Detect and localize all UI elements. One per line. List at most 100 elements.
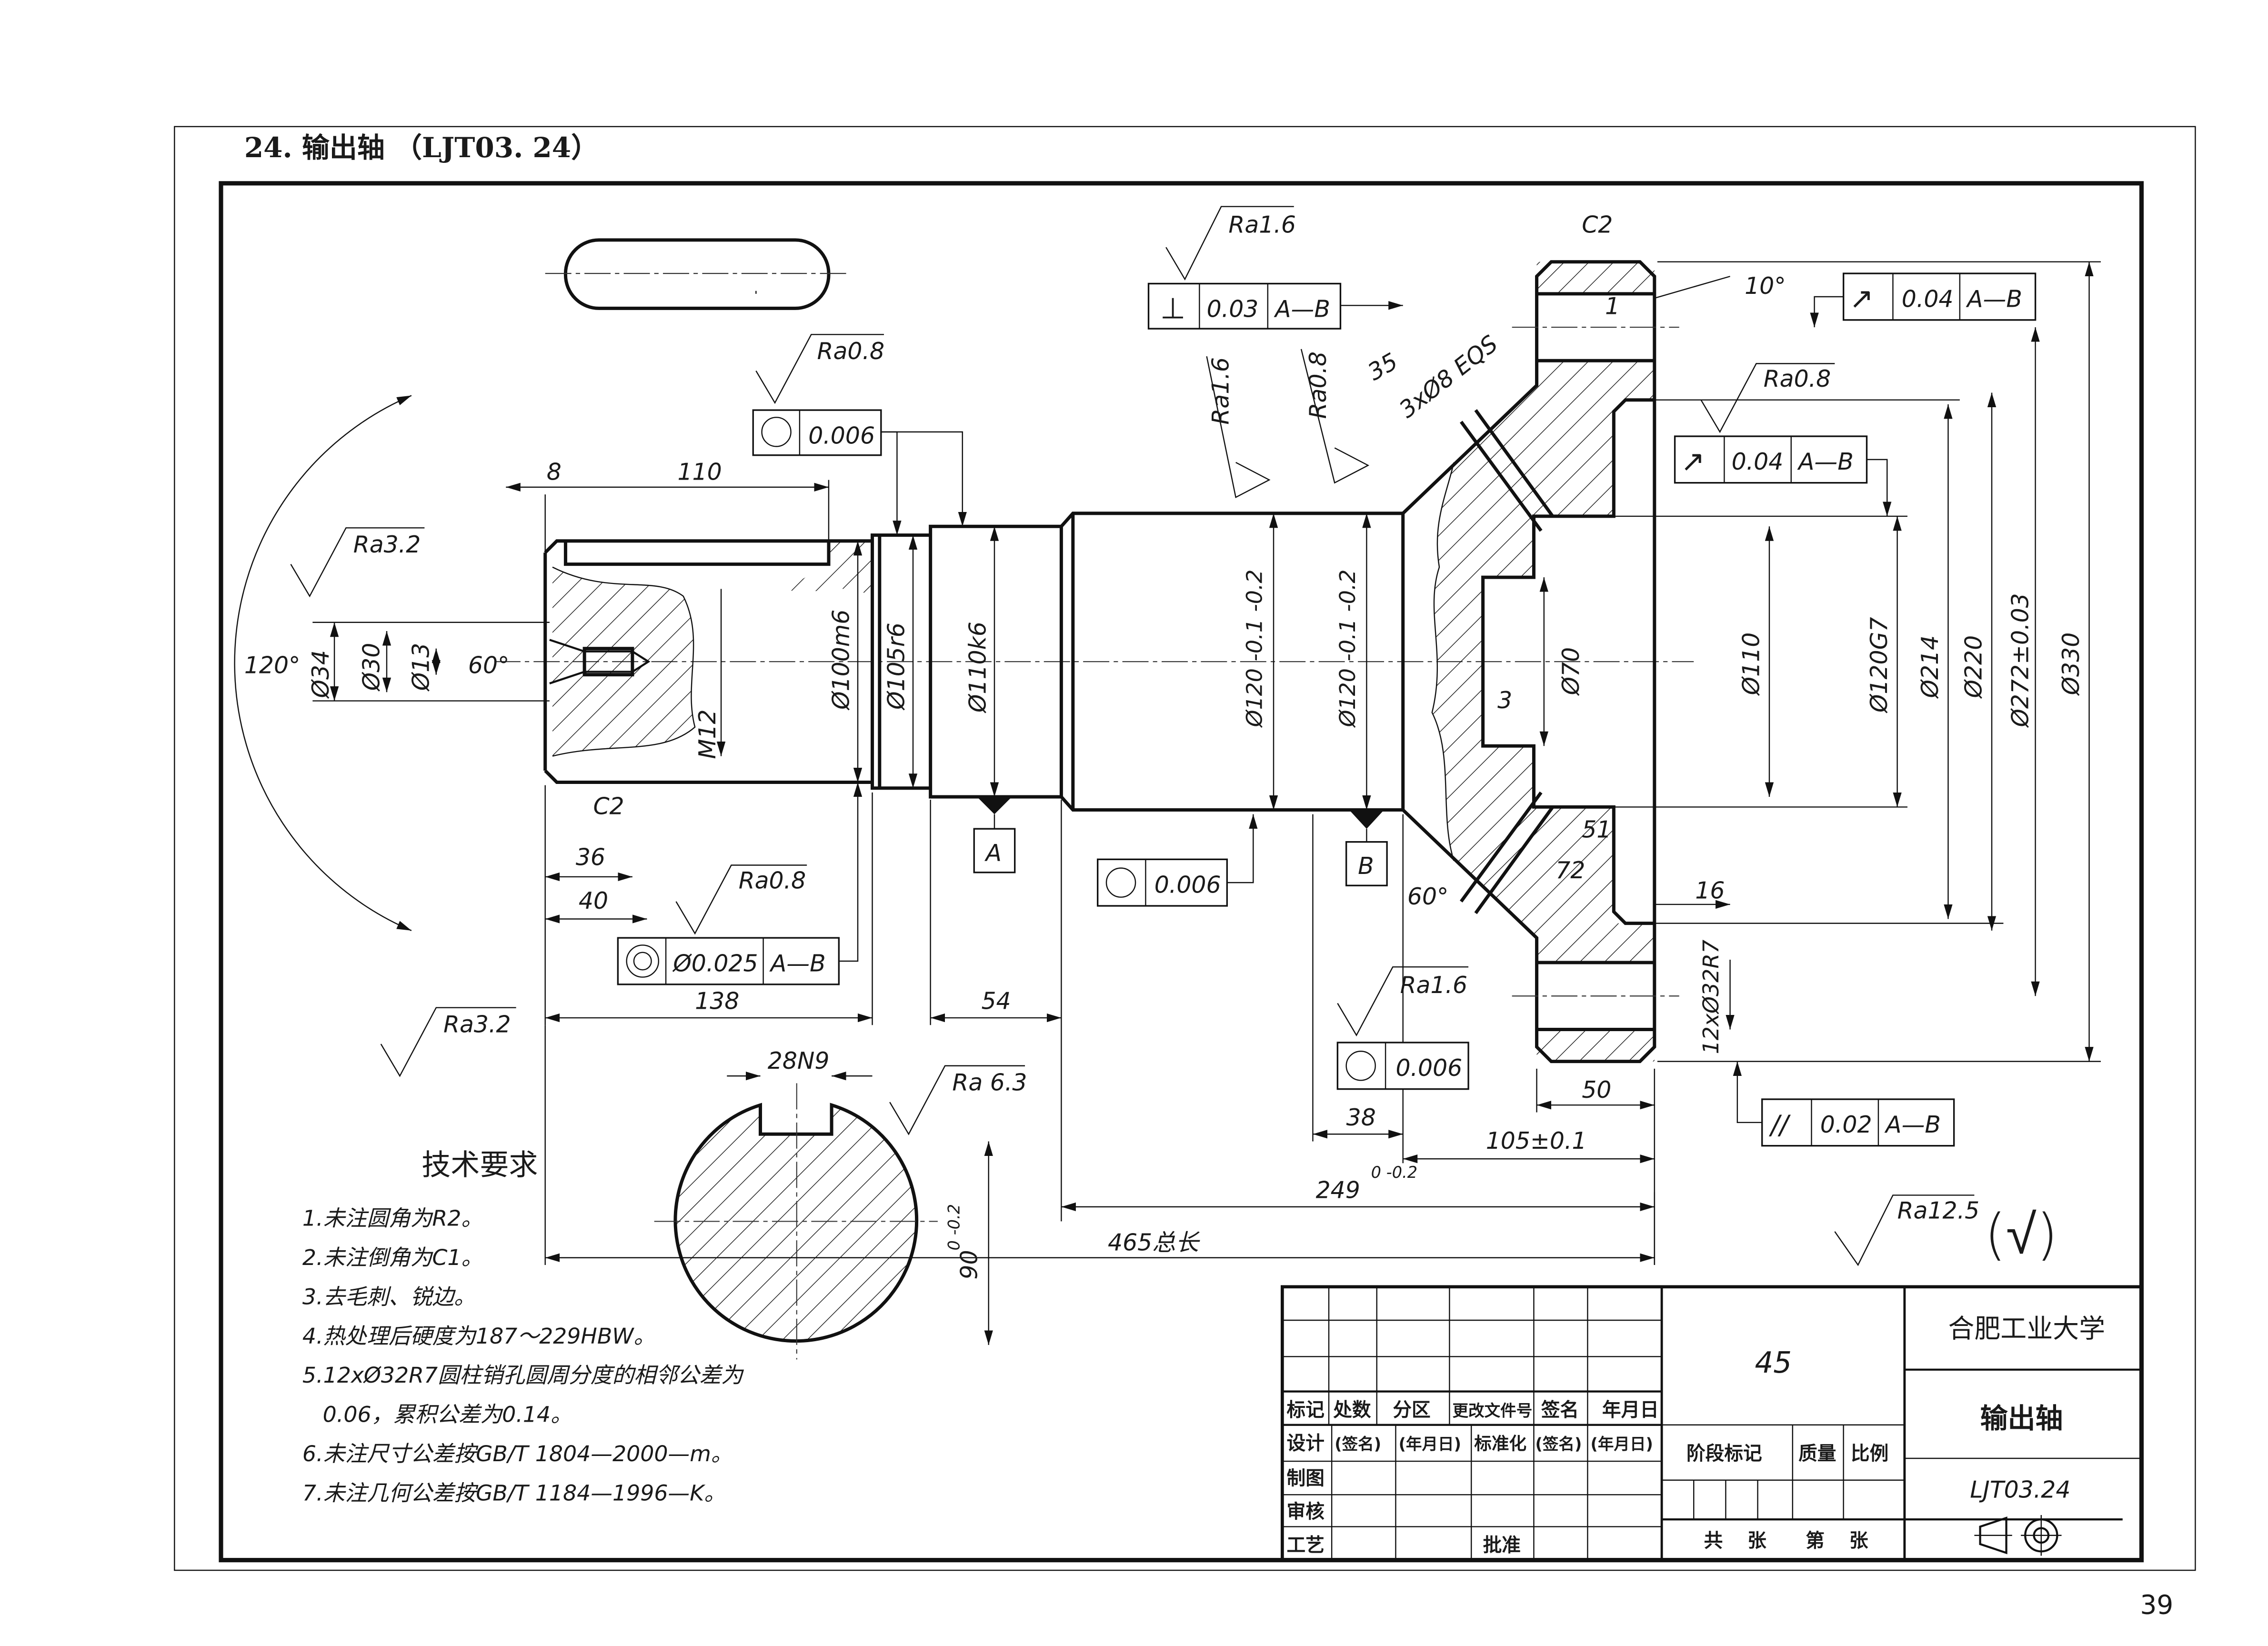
tolerance-frames-parallel-value: 0.02 bbox=[1820, 1111, 1872, 1138]
part-name: 输出轴 bbox=[1980, 1402, 2063, 1435]
title-block-design-row-1: (签名) bbox=[1335, 1435, 1381, 1454]
page-border bbox=[174, 126, 2196, 1571]
key-cross-section bbox=[654, 1083, 938, 1360]
dim-35: 35 bbox=[1363, 348, 1402, 386]
title-block-design-row-4: (签名) bbox=[1535, 1435, 1582, 1454]
fcf-runout-mid: ↗ 0.04 A—B bbox=[1674, 435, 1892, 516]
dim-60deg: 60° bbox=[468, 652, 510, 679]
flange-outline bbox=[1401, 260, 1656, 1064]
title-block-design-row-3: 标准化 bbox=[1474, 1434, 1526, 1454]
dim-dia13: Ø13 bbox=[408, 643, 435, 692]
tolerance-frames-runout-top-value: 0.04 bbox=[1902, 285, 1954, 312]
title-block-stage: 阶段标记 bbox=[1686, 1443, 1762, 1465]
title-block-sheet-no: 第 bbox=[1806, 1530, 1825, 1552]
fcf-runout-top: ↗ 0.04 A—B bbox=[1810, 272, 2037, 328]
tolerance-frames-perp-symbol: ⊥ bbox=[1160, 292, 1185, 326]
dim-50: 50 bbox=[1582, 1076, 1611, 1104]
dim-m12: M12 bbox=[694, 709, 721, 759]
dim-dia220: Ø220 bbox=[1960, 635, 1987, 699]
dim-dia330: Ø330 bbox=[2057, 632, 2085, 696]
drawing-title: 24. 输出轴 （LJT03. 24） bbox=[244, 131, 599, 164]
roughness-general: Ra12.5 bbox=[1897, 1197, 1980, 1224]
shaft-outline bbox=[543, 512, 1403, 812]
dim-dia100m6: Ø100m6 bbox=[828, 610, 855, 711]
roughness-ra0.8-vertical: Ra0.8 bbox=[1305, 351, 1332, 419]
dim-dia110k6: Ø110k6 bbox=[964, 622, 992, 713]
title-block-header-row-0: 标记 bbox=[1287, 1399, 1325, 1421]
dim-dia105r6: Ø105r6 bbox=[883, 622, 910, 711]
tolerance-frames-runout-mid-value: 0.04 bbox=[1732, 448, 1784, 475]
dim-40: 40 bbox=[579, 887, 608, 914]
datums-b: B bbox=[1358, 853, 1374, 880]
title-block-header-row-3: 更改文件号 bbox=[1453, 1401, 1533, 1420]
roughness-symbols bbox=[290, 206, 1975, 1266]
flange-section-hatch bbox=[1432, 261, 1655, 1062]
tolerance-frames-coax-value: Ø0.025 bbox=[672, 950, 758, 977]
roughness-general-paren: (√) bbox=[1985, 1203, 2058, 1267]
dim-110: 110 bbox=[677, 459, 722, 486]
fcf-circularity-mid: 0.006 bbox=[1097, 814, 1258, 907]
tech-req-item-6: 6.未注尺寸公差按GB/T 1804—2000—m。 bbox=[302, 1441, 733, 1466]
roughness-ra0.8-right: Ra0.8 bbox=[1764, 365, 1831, 392]
dim-dia70: Ø70 bbox=[1557, 647, 1585, 696]
title-block-approve: 批准 bbox=[1483, 1534, 1521, 1556]
tolerance-frames-runout-top-datum: A—B bbox=[1966, 285, 2022, 312]
tolerance-frames-runout-mid-datum: A—B bbox=[1797, 448, 1854, 475]
tolerance-frames-runout-mid-symbol: ↗ bbox=[1681, 444, 1705, 478]
title-block-drafting: 制图 bbox=[1287, 1467, 1325, 1489]
dim-dia34: Ø34 bbox=[307, 650, 334, 699]
technical-requirements: 技术要求 1.未注圆角为R2。 2.未注倒角为C1。 3.去毛刺、锐边。 4.热… bbox=[302, 1148, 744, 1506]
title-block-design-row-0: 设计 bbox=[1287, 1433, 1325, 1455]
roughness-ra3.2-left: Ra3.2 bbox=[353, 531, 421, 558]
dim-105tol: 105±0.1 bbox=[1486, 1127, 1587, 1154]
dim-3: 3 bbox=[1497, 687, 1512, 714]
roughness-ra1.6-vertical: Ra1.6 bbox=[1207, 357, 1234, 425]
dim-1: 1 bbox=[1605, 293, 1620, 320]
tech-req-heading: 技术要求 bbox=[421, 1148, 538, 1182]
dim-51: 51 bbox=[1582, 816, 1611, 843]
dim-120deg: 120° bbox=[244, 652, 301, 679]
tolerance-frames-runout-top-symbol: ↗ bbox=[1849, 281, 1874, 315]
left-section-hatch bbox=[552, 567, 695, 756]
dim-8: 8 bbox=[547, 459, 562, 486]
projection-symbol-icon bbox=[1974, 1515, 2062, 1556]
fcf-coaxiality: Ø0.025 A—B bbox=[617, 782, 863, 985]
keyway-hatch bbox=[785, 541, 873, 596]
dim-90: 90 bbox=[955, 1250, 983, 1279]
tech-req-item-4: 4.热处理后硬度为187～229HBW。 bbox=[302, 1324, 655, 1349]
drawing-frame bbox=[219, 181, 2144, 1563]
dim-249-tol: 0 -0.2 bbox=[1371, 1163, 1418, 1182]
dim-c2-left: C2 bbox=[593, 793, 624, 820]
company-name: 合肥工业大学 bbox=[1948, 1314, 2105, 1344]
title-block-mass: 质量 bbox=[1798, 1443, 1836, 1465]
roughness-ra0.8-lower: Ra0.8 bbox=[739, 867, 806, 894]
dim-12x-dia32r7: 12xØ32R7 bbox=[1698, 940, 1724, 1054]
dim-dia120g7: Ø120G7 bbox=[1866, 617, 1893, 713]
title-block-sheet-unit2: 张 bbox=[1849, 1530, 1868, 1552]
fcf-parallelism: // 0.02 A—B bbox=[1733, 1061, 1955, 1147]
title-block-design-row-5: (年月日) bbox=[1591, 1435, 1653, 1454]
dim-36: 36 bbox=[576, 844, 605, 871]
dim-10deg: 10° bbox=[1745, 272, 1786, 300]
fcf-circularity-low: 0.006 bbox=[1336, 1042, 1469, 1090]
tech-req-item-5b: 0.06，累积公差为0.14。 bbox=[323, 1402, 572, 1427]
dim-c2-right: C2 bbox=[1582, 211, 1613, 239]
tolerance-frames-perp-datum: A—B bbox=[1274, 296, 1330, 323]
drawing-number: LJT03.24 bbox=[1970, 1476, 2070, 1503]
title-block-header-row-1: 处数 bbox=[1333, 1399, 1371, 1421]
roughness-ra1.6-top: Ra1.6 bbox=[1228, 211, 1296, 239]
datum-a: A bbox=[973, 797, 1016, 873]
title-block-header-row-2: 分区 bbox=[1393, 1399, 1430, 1421]
tech-req-item-5: 5.12xØ32R7圆柱销孔圆周分度的相邻公差为 bbox=[302, 1363, 744, 1388]
dim-138: 138 bbox=[695, 988, 739, 1015]
title-block-process: 工艺 bbox=[1287, 1534, 1325, 1556]
dim-dia30: Ø30 bbox=[358, 643, 385, 692]
dim-28n9: 28N9 bbox=[768, 1047, 830, 1074]
dim-38: 38 bbox=[1346, 1104, 1376, 1131]
keyway-top-view bbox=[545, 238, 851, 310]
tech-req-item-7: 7.未注几何公差按GB/T 1184—1996—K。 bbox=[302, 1480, 726, 1505]
roughness-ra6.3: Ra 6.3 bbox=[952, 1069, 1027, 1096]
tech-req-item-1: 1.未注圆角为R2。 bbox=[302, 1206, 483, 1231]
fcf-perpendicularity: ⊥ 0.03 A—B bbox=[1147, 282, 1403, 330]
title-block-header-row-5: 年月日 bbox=[1602, 1399, 1659, 1421]
